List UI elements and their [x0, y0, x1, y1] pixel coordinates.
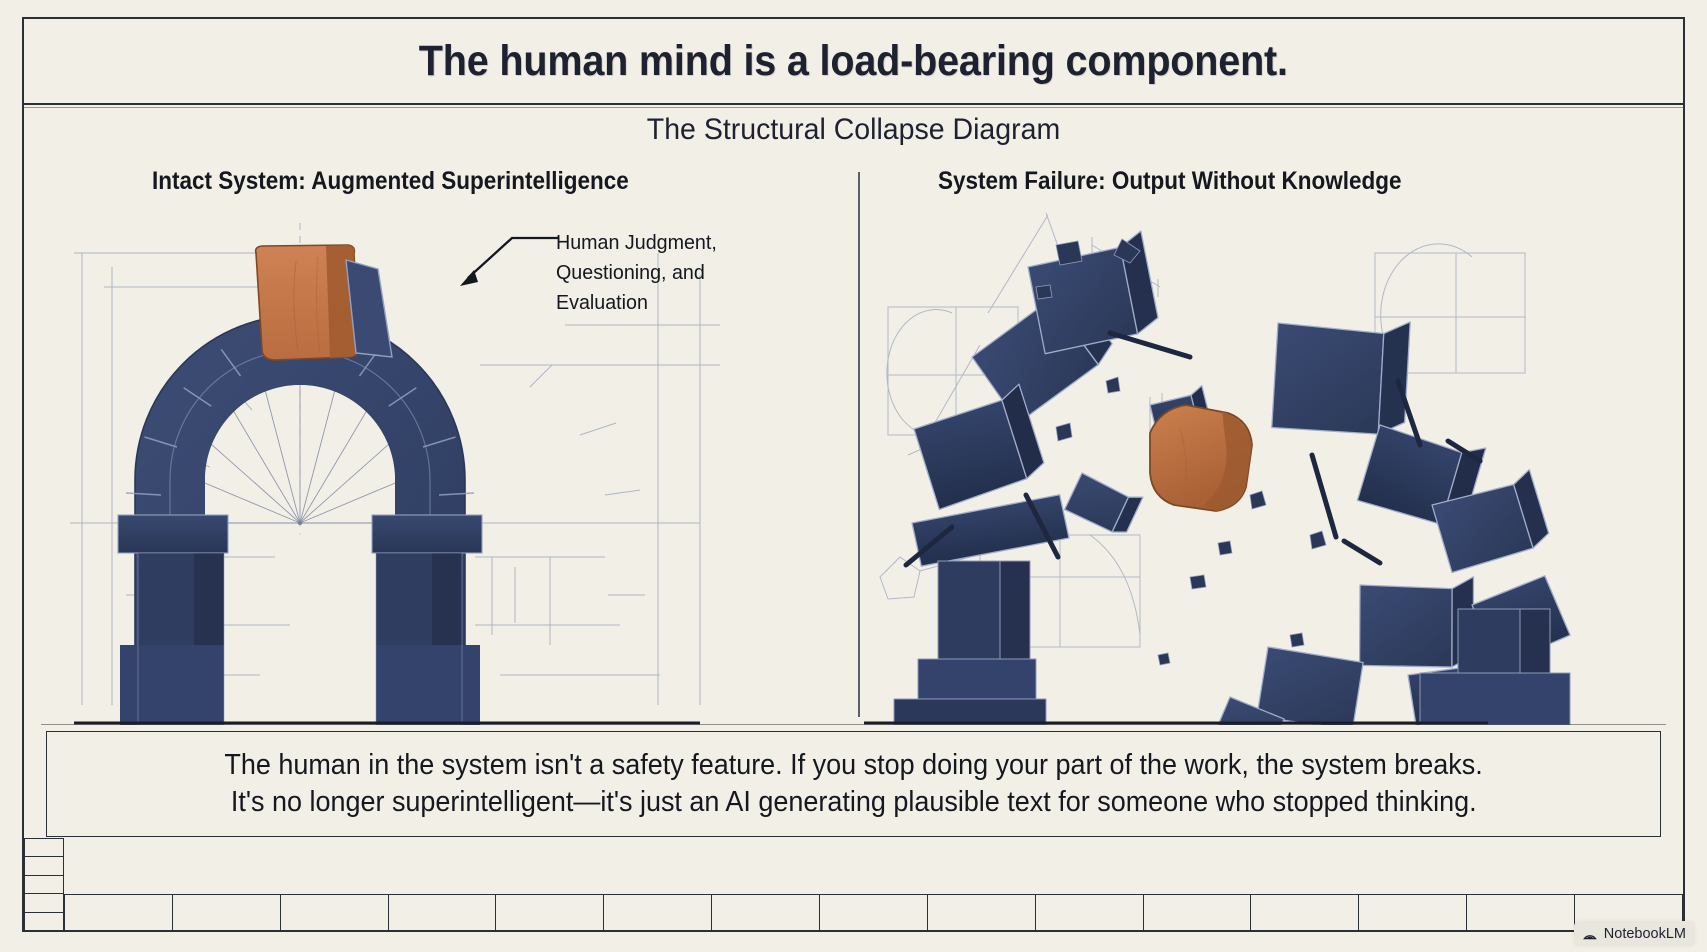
- pier-right: [375, 552, 480, 725]
- titleblock-cell: [928, 895, 1036, 930]
- titleblock-cell: [281, 895, 389, 930]
- titleblock-cell: [65, 895, 173, 930]
- titleblock-cell: [25, 894, 63, 913]
- keystone-human-judgment: [254, 244, 360, 361]
- annotation-line-1: Human Judgment,: [556, 231, 717, 254]
- titleblock-bottom-row: [64, 894, 1683, 931]
- titleblock-cell: [1251, 895, 1360, 930]
- broken-pier-left: [893, 560, 1047, 725]
- title-band: The human mind is a load-bearing compone…: [24, 19, 1683, 108]
- notebooklm-spiral-icon: [1581, 925, 1598, 942]
- titleblock-cell: [25, 876, 63, 895]
- titleblock-cell: [820, 895, 928, 930]
- titleblock-cell: [1359, 895, 1468, 930]
- dislodged-keystone: [1149, 404, 1253, 512]
- panel-header-left: Intact System: Augmented Superintelligen…: [152, 167, 629, 195]
- page-subtitle: The Structural Collapse Diagram: [646, 113, 1061, 146]
- impost-left: [117, 514, 229, 554]
- titleblock-cell: [496, 895, 605, 930]
- pier-left: [120, 552, 225, 725]
- titleblock-cell: [25, 839, 63, 858]
- collapsed-arch-illustration: [860, 205, 1650, 725]
- titleblock-left-column: [24, 838, 64, 931]
- impost-right: [371, 514, 483, 554]
- caption-box: The human in the system isn't a safety f…: [41, 724, 1666, 837]
- titleblock-cell: [1036, 895, 1144, 930]
- annotation-leader: [460, 236, 558, 286]
- titleblock-cell: [25, 913, 63, 931]
- titleblock-cell: [1144, 895, 1252, 930]
- titleblock-cell: [173, 895, 281, 930]
- annotation-line-3: Evaluation: [556, 290, 648, 314]
- debris-chips: [1035, 238, 1327, 666]
- titleblock-cell: [712, 895, 821, 930]
- arch-ring: [135, 315, 465, 725]
- titleblock-cell: [25, 857, 63, 876]
- annotation-human-judgment: Human Judgment, Questioning, and Evaluat…: [556, 228, 717, 318]
- caption-line-2: It's no longer superintelligent—it's jus…: [230, 786, 1477, 818]
- annotation-line-2: Questioning, and: [556, 260, 705, 284]
- broken-pier-right: [1419, 608, 1571, 725]
- titleblock-cell: [389, 895, 497, 930]
- panel-header-right: System Failure: Output Without Knowledge: [938, 167, 1402, 195]
- notebooklm-label: NotebookLM: [1603, 925, 1686, 942]
- drawing-frame: [22, 17, 1685, 932]
- page-title: The human mind is a load-bearing compone…: [418, 36, 1289, 85]
- notebooklm-watermark: NotebookLM: [1573, 921, 1695, 946]
- intact-arch-illustration: [60, 205, 820, 725]
- falling-blocks: [911, 230, 1571, 725]
- caption-line-1: The human in the system isn't a safety f…: [224, 748, 1483, 781]
- shards: [903, 330, 1483, 568]
- panel-divider: [858, 172, 860, 717]
- titleblock-cell: [1467, 895, 1576, 930]
- titleblock-cell: [604, 895, 713, 930]
